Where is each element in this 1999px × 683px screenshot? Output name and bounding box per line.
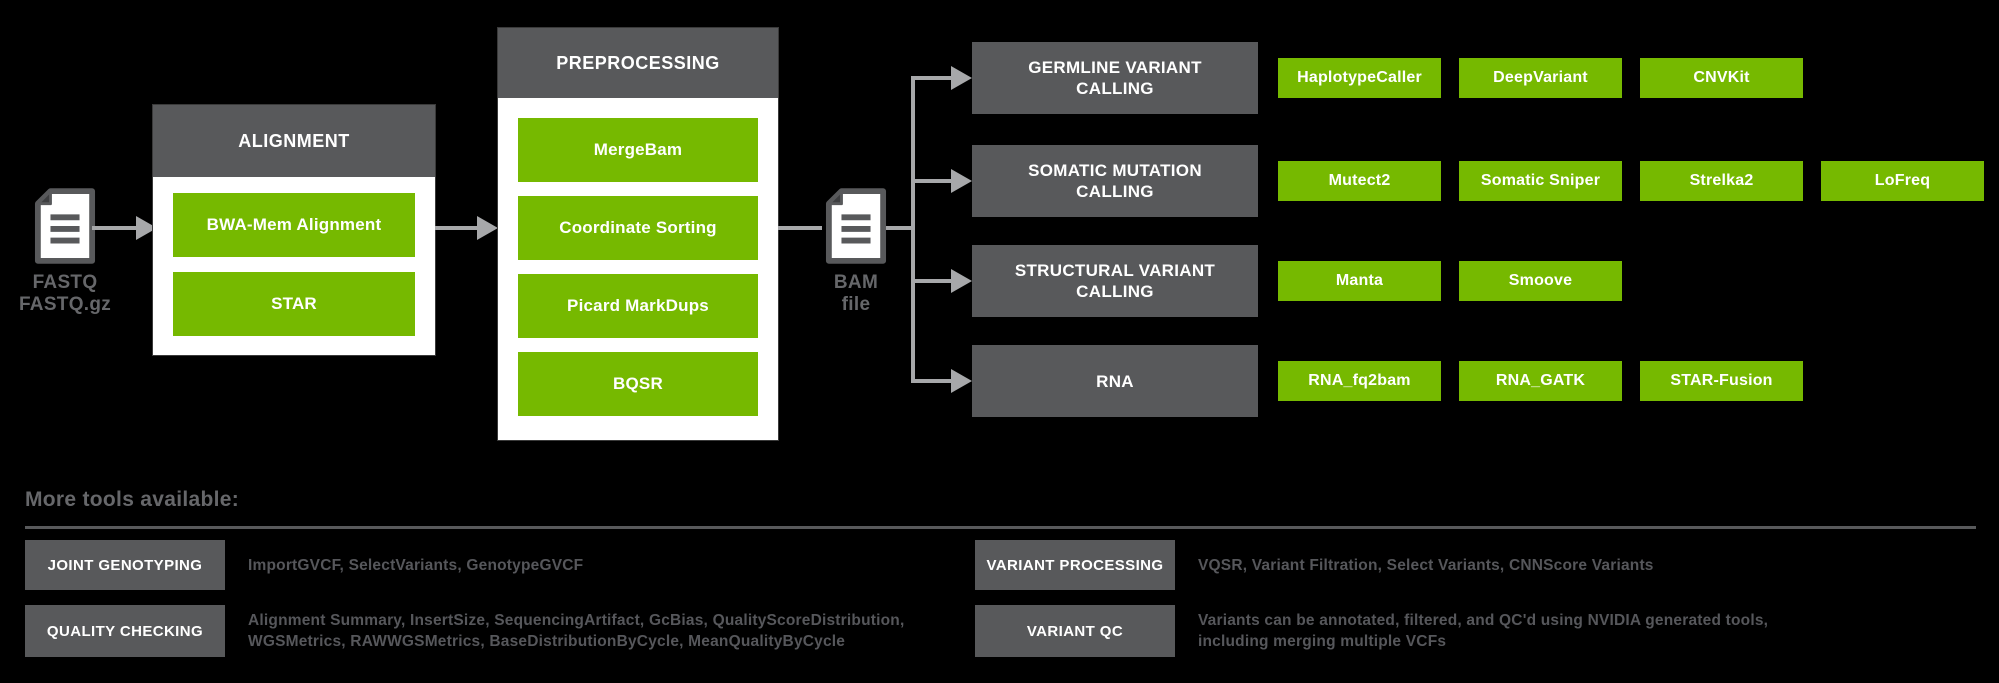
desc-quality-checking: Alignment Summary, InsertSize, Sequencin… [248,612,905,650]
arrow-right-icon [951,269,972,293]
category-structural-variant-calling: STRUCTURAL VARIANT CALLING [972,245,1258,317]
arrow-right-icon [951,66,972,90]
category-somatic-mutation-calling: SOMATIC MUTATION CALLING [972,145,1258,217]
tool-coordinate-sorting: Coordinate Sorting [518,196,758,260]
branch-line [911,279,951,283]
bam-label-line2: file [841,294,871,315]
flow-line [92,226,136,230]
tool-star: STAR [173,272,415,336]
bam-file-icon [825,188,887,264]
preprocessing-body: MergeBam Coordinate Sorting Picard MarkD… [498,98,778,440]
chip-manta: Manta [1278,261,1441,301]
arrow-right-icon [951,369,972,393]
fastq-label-line1: FASTQ [32,272,98,293]
chip-rna-gatk: RNA_GATK [1459,361,1622,401]
chip-star-fusion: STAR-Fusion [1640,361,1803,401]
label-quality-checking: QUALITY CHECKING [25,605,225,657]
chip-haplotypecaller: HaplotypeCaller [1278,58,1441,98]
chip-rna-fq2bam: RNA_fq2bam [1278,361,1441,401]
desc-variant-qc: Variants can be annotated, filtered, and… [1198,612,1769,650]
bam-label-line1: BAM [833,272,879,293]
tool-mergebam: MergeBam [518,118,758,182]
alignment-title: ALIGNMENT [153,105,435,177]
arrow-right-icon [477,216,498,240]
bam-label: BAM file [791,272,921,316]
desc-joint-genotyping: ImportGVCF, SelectVariants, GenotypeGVCF [248,556,584,574]
fastq-input: FASTQ FASTQ.gz [0,188,130,316]
divider-line [25,526,1976,529]
branch-line [911,379,951,383]
tool-bwa-mem: BWA-Mem Alignment [173,193,415,257]
arrow-right-icon [951,169,972,193]
chip-deepvariant: DeepVariant [1459,58,1622,98]
chip-mutect2: Mutect2 [1278,161,1441,201]
chip-smoove: Smoove [1459,261,1622,301]
preprocessing-stage: PREPROCESSING MergeBam Coordinate Sortin… [498,28,778,440]
more-tools-heading: More tools available: [25,488,240,511]
alignment-body: BWA-Mem Alignment STAR [153,177,435,355]
desc-variant-processing: VQSR, Variant Filtration, Select Variant… [1198,556,1654,574]
fastq-file-icon [34,188,96,264]
branch-line [911,76,951,80]
fastq-label: FASTQ FASTQ.gz [0,272,130,316]
chip-strelka2: Strelka2 [1640,161,1803,201]
fastq-label-line2: FASTQ.gz [18,294,112,315]
tool-picard-markdups: Picard MarkDups [518,274,758,338]
category-germline-variant-calling: GERMLINE VARIANT CALLING [972,42,1258,114]
branch-line [911,179,951,183]
chip-somatic-sniper: Somatic Sniper [1459,161,1622,201]
branch-trunk-line [911,76,915,383]
label-variant-qc: VARIANT QC [975,605,1175,657]
label-variant-processing: VARIANT PROCESSING [975,540,1175,590]
label-joint-genotyping: JOINT GENOTYPING [25,540,225,590]
chip-cnvkit: CNVKit [1640,58,1803,98]
flow-line [886,226,915,230]
bam-file: BAM file [791,188,921,316]
tool-bqsr: BQSR [518,352,758,416]
alignment-stage: ALIGNMENT BWA-Mem Alignment STAR [153,105,435,355]
flow-line [778,226,822,230]
flow-line [435,226,477,230]
category-rna: RNA [972,345,1258,417]
chip-lofreq: LoFreq [1821,161,1984,201]
arrow-right-icon [136,216,157,240]
preprocessing-title: PREPROCESSING [498,28,778,98]
